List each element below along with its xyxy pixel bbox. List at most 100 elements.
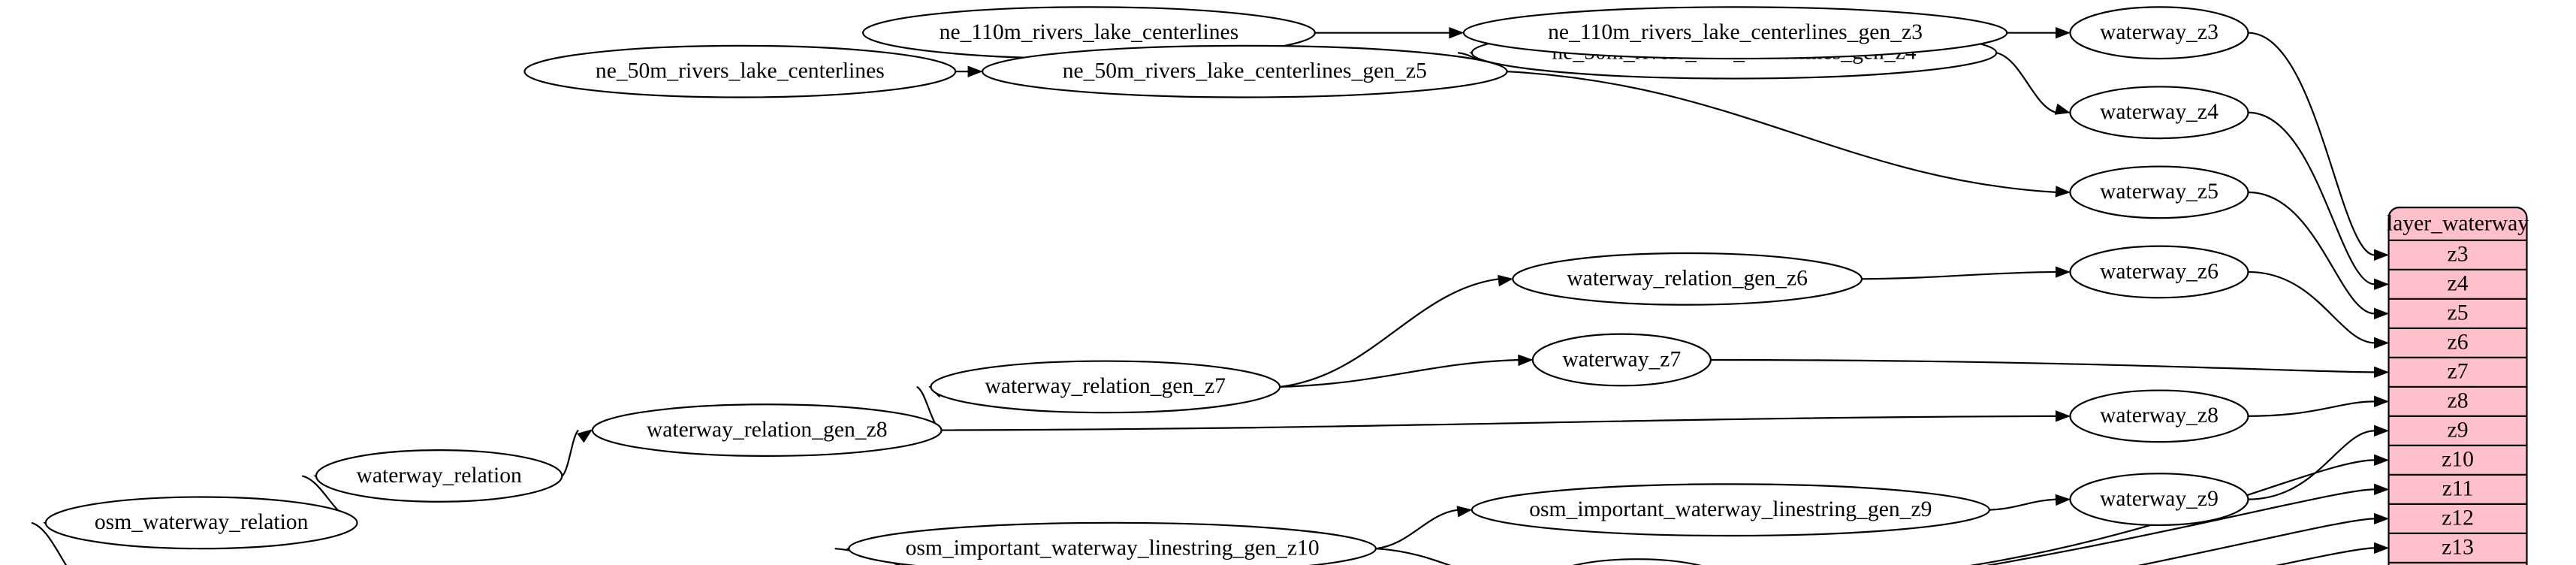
arrow-head-icon <box>577 429 593 443</box>
node-label: waterway_relation_gen_z6 <box>1567 267 1808 291</box>
arrow-head-icon <box>2055 410 2071 422</box>
node-label: waterway_relation <box>356 464 522 488</box>
edge-path <box>1989 498 2056 511</box>
edge-waterway_relation-to-waterway_relation_gen_z8 <box>561 429 593 477</box>
node-ne_50m_rivers_lake_centerlines[interactable]: ne_50m_rivers_lake_centerlines <box>523 44 957 98</box>
node-waterway_z5[interactable]: waterway_z5 <box>2069 165 2249 219</box>
node-ne_50m_rivers_lake_centerlines_gen_z5[interactable]: ne_50m_rivers_lake_centerlines_gen_z5 <box>981 44 1508 98</box>
node-label: ne_110m_rivers_lake_centerlines <box>940 20 1239 44</box>
node-waterway_relation[interactable]: waterway_relation <box>315 449 563 503</box>
record-row-z8[interactable]: z8 <box>2448 389 2469 413</box>
node-label: waterway_z3 <box>2100 20 2219 44</box>
edge-path <box>1279 278 1499 388</box>
node-waterway_z9[interactable]: waterway_z9 <box>2069 473 2249 527</box>
record-row-z13[interactable]: z13 <box>2442 536 2474 560</box>
node-ellipse <box>591 403 943 457</box>
arrow-head-icon <box>2374 337 2390 349</box>
edge-path <box>2248 270 2375 344</box>
node-waterway_relation_gen_z8[interactable]: waterway_relation_gen_z8 <box>591 403 943 457</box>
node-ellipse <box>1470 483 1990 537</box>
nodes-layer: imposm3osm_waterway_relationosm_waterway… <box>44 6 2249 565</box>
edge-path <box>2248 191 2375 315</box>
record-row-z3[interactable]: z3 <box>2448 243 2469 267</box>
edge-path <box>2248 400 2375 417</box>
arrow-head-icon <box>2374 395 2390 408</box>
node-ne_110m_rivers_lake_centerlines_gen_z3[interactable]: ne_110m_rivers_lake_centerlines_gen_z3 <box>1462 6 2008 60</box>
edge-waterway_relation_gen_z7-to-waterway_relation_gen_z6 <box>1279 274 1513 388</box>
node-label: ne_50m_rivers_lake_centerlines <box>596 59 885 83</box>
arrow-head-icon <box>2055 494 2071 506</box>
edge-path <box>941 415 2056 431</box>
record-row-z6[interactable]: z6 <box>2448 331 2469 355</box>
record-row-z4[interactable]: z4 <box>2448 272 2469 296</box>
edge-waterway_z5-to-layer_waterway-z5 <box>2248 191 2390 320</box>
arrow-head-icon <box>2374 307 2390 320</box>
node-waterway_z7[interactable]: waterway_z7 <box>1531 333 1712 387</box>
node-ellipse <box>523 44 957 98</box>
edge-path <box>561 429 580 477</box>
edge-waterway_relation_gen_z7-to-waterway_z7 <box>1280 354 1534 388</box>
edge-osm_important_waterway_linestring_gen_z10-to-waterway_z10 <box>1375 548 1452 565</box>
record-row-z7[interactable]: z7 <box>2448 360 2469 384</box>
edge-waterway_relation_gen_z6-to-waterway_z6 <box>1861 266 2071 280</box>
arrow-head-icon <box>2374 454 2390 467</box>
arrow-head-icon <box>2374 542 2390 554</box>
record-row-z11[interactable]: z11 <box>2442 477 2474 501</box>
node-label: waterway_z5 <box>2100 180 2219 204</box>
node-label: waterway_z6 <box>2100 259 2219 283</box>
node-waterway_z4[interactable]: waterway_z4 <box>2069 86 2249 140</box>
edge-path <box>2248 111 2375 286</box>
node-label: ne_110m_rivers_lake_centerlines_gen_z3 <box>1548 20 1923 44</box>
node-label: ne_50m_rivers_lake_centerlines_gen_z5 <box>1063 59 1427 83</box>
edge-path <box>31 521 68 565</box>
edge-ne_110m_rivers_lake_centerlines_gen_z3-to-waterway_z3 <box>2007 26 2071 39</box>
node-osm_important_waterway_linestring_gen_z10[interactable]: osm_important_waterway_linestring_gen_z1… <box>848 521 1377 565</box>
node-label: osm_important_waterway_linestring_gen_z1… <box>906 536 1320 560</box>
node-waterway_z3[interactable]: waterway_z3 <box>2069 6 2249 60</box>
record-node-layer: layer_waterway z3 z4 z5 z6 z7 z8 z9 z10 z11 z12 z13… <box>2387 207 2529 565</box>
arrow-head-icon <box>2054 103 2071 115</box>
node-waterway_z8[interactable]: waterway_z8 <box>2069 389 2249 443</box>
node-ellipse <box>1531 333 1712 387</box>
node-waterway_z10[interactable]: waterway_z10 <box>1541 558 1733 565</box>
node-ellipse <box>981 44 1508 98</box>
edge-ne_50m_rivers_lake_centerlines-to-ne_50m_rivers_lake_centerlines_gen_z5 <box>955 65 983 77</box>
edge-waterway_z9-to-layer_waterway-z9 <box>2248 425 2390 500</box>
arrow-head-icon <box>2374 249 2390 261</box>
node-waterway_relation_gen_z6[interactable]: waterway_relation_gen_z6 <box>1512 252 1863 306</box>
edge-waterway_z13-to-layer_waterway-z13 <box>2275 542 2390 565</box>
node-label: waterway_z4 <box>2100 100 2219 124</box>
edge-path <box>1507 71 2056 193</box>
node-ellipse <box>930 360 1281 414</box>
edge-osm_important_waterway_linestring_gen_z10-to-osm_important_waterway_linestring_gen_z9 <box>1375 506 1473 550</box>
edge-path <box>1375 548 1452 565</box>
record-row-z12[interactable]: z12 <box>2442 506 2474 530</box>
record-title: layer_waterway <box>2387 211 2529 235</box>
node-ellipse <box>1512 252 1863 306</box>
record-row-z5[interactable]: z5 <box>2448 301 2469 325</box>
node-ellipse <box>848 521 1377 565</box>
record-row-z10[interactable]: z10 <box>2442 448 2474 472</box>
edge-waterway_z12-to-layer_waterway-z12 <box>2137 512 2390 565</box>
node-osm_important_waterway_linestring_gen_z9[interactable]: osm_important_waterway_linestring_gen_z9 <box>1470 483 1990 537</box>
arrow-head-icon <box>1498 274 1513 287</box>
node-waterway_relation_gen_z7[interactable]: waterway_relation_gen_z7 <box>930 360 1281 414</box>
record-row-z9[interactable]: z9 <box>2448 418 2469 443</box>
node-waterway_z6[interactable]: waterway_z6 <box>2069 245 2249 299</box>
edge-ne_110m_rivers_lake_centerlines-to-ne_110m_rivers_lake_centerlines_gen_z3 <box>1314 26 1464 39</box>
node-ellipse <box>44 496 358 550</box>
arrow-head-icon <box>2055 26 2071 39</box>
edge-waterway_relation_gen_z8-to-waterway_z8 <box>941 410 2071 431</box>
edge-path <box>1710 358 2375 373</box>
node-osm_waterway_relation[interactable]: osm_waterway_relation <box>44 496 358 550</box>
arrow-head-icon <box>2374 425 2390 437</box>
arrow-head-icon <box>967 65 983 77</box>
node-label: waterway_relation_gen_z8 <box>647 418 888 442</box>
arrow-head-icon <box>1456 506 1473 518</box>
edge-waterway_z6-to-layer_waterway-z6 <box>2248 270 2390 349</box>
edge-path <box>2137 518 2375 565</box>
arrow-head-icon <box>2374 278 2390 291</box>
arrow-head-icon <box>2374 483 2390 496</box>
